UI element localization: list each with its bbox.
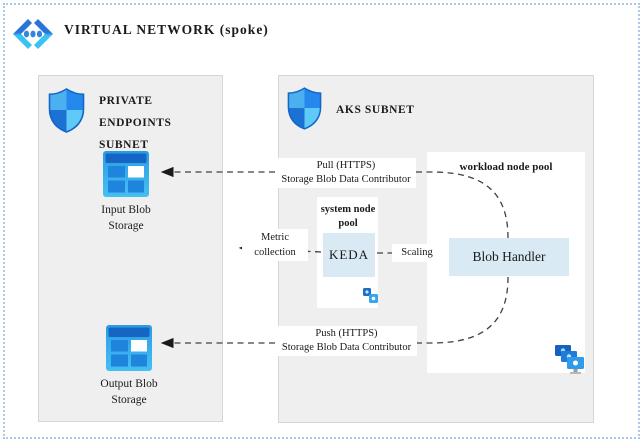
blob-handler-component: Blob Handler [449,238,569,276]
blob-storage-icon [106,325,152,371]
pull-label-line1: Pull (HTTPS) [316,160,376,171]
system-node-pool-title: system node pool [320,204,376,229]
output-blob-storage-label: Output Blob Storage [100,378,158,406]
blob-handler-label: Blob Handler [472,249,546,264]
input-blob-storage-label: Input Blob Storage [101,204,151,232]
pull-connector-label: Pull (HTTPS) Storage Blob Data Contribut… [276,158,416,188]
private-endpoints-subnet-title: PRIVATE ENDPOINTS SUBNET [99,95,172,151]
pull-label-line2: Storage Blob Data Contributor [281,174,411,185]
workload-node-pool-title: workload node pool [459,161,553,173]
metric-label-line1: Metric [261,232,289,243]
aks-icon [363,288,378,303]
diagram-title: VIRTUAL NETWORK (spoke) [64,22,269,37]
subnet-shield-icon [287,87,322,130]
blob-storage-icon [103,151,149,197]
push-label-line2: Storage Blob Data Contributor [281,342,412,353]
aks-subnet-title: AKS SUBNET [336,104,415,116]
push-connector-label: Push (HTTPS) Storage Blob Data Contribut… [276,326,417,356]
metric-collection-label: Metric collection [242,229,308,261]
scaling-label: Scaling [392,244,442,262]
push-label-line1: Push (HTTPS) [315,328,378,339]
metric-label-line2: collection [254,247,296,258]
vm-scale-set-icon [555,345,584,374]
keda-component: KEDA [323,233,375,277]
keda-label: KEDA [328,247,370,262]
subnet-shield-icon [48,88,85,133]
virtual-network-icon [13,19,53,49]
